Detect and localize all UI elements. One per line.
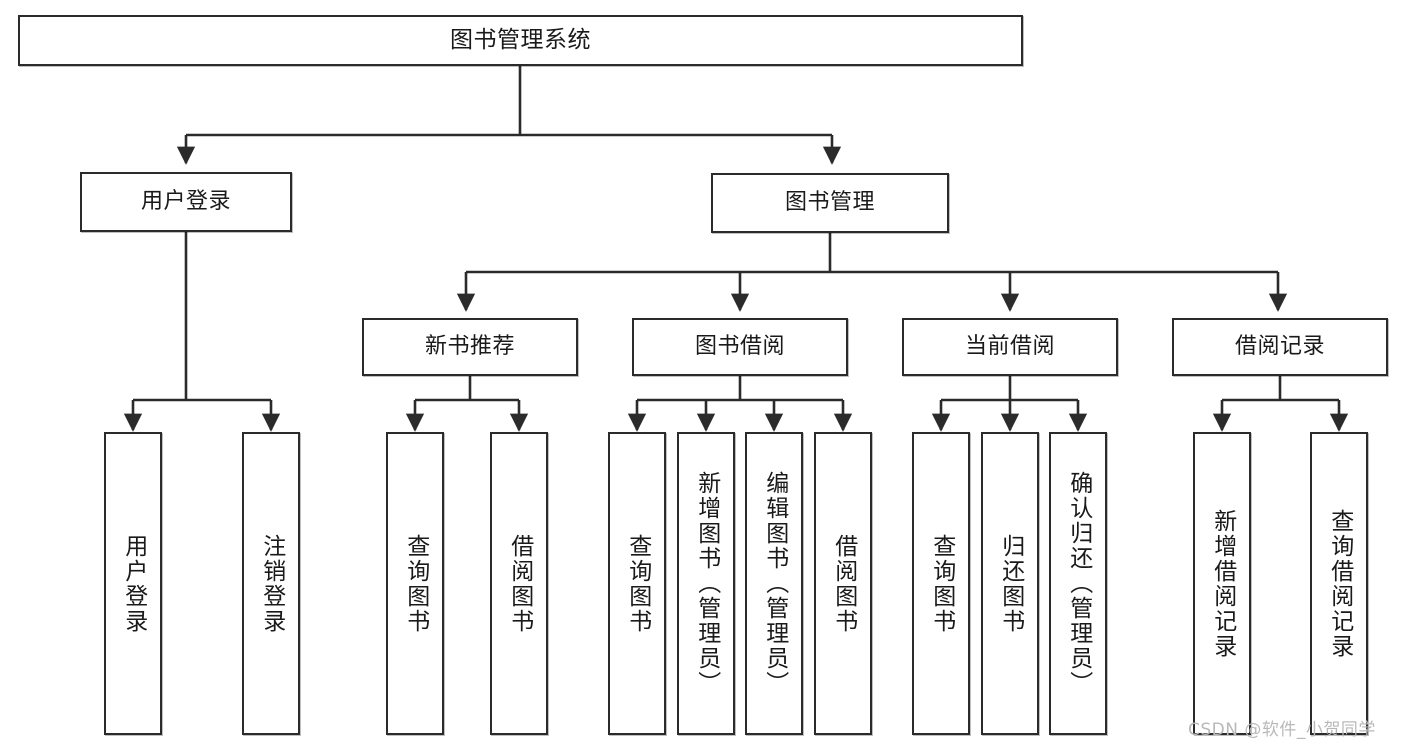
node-book-manage-label: 图书管理 <box>784 189 875 215</box>
node-borrow-record-label: 借阅记录 <box>1234 333 1325 359</box>
node-leaf-return-book[interactable]: 归还图书 <box>981 432 1039 735</box>
node-leaf-query-book-1-label: 查询图书 <box>402 533 429 634</box>
csdn-watermark: CSDN @软件_小贺同学 <box>1188 720 1376 740</box>
node-book-borrow[interactable]: 图书借阅 <box>632 318 848 376</box>
node-leaf-query-book-3[interactable]: 查询图书 <box>912 432 970 735</box>
node-current-borrow[interactable]: 当前借阅 <box>902 318 1118 376</box>
node-leaf-add-book[interactable]: 新增图书（管理员） <box>677 432 735 735</box>
node-leaf-borrow-book-2[interactable]: 借阅图书 <box>814 432 872 735</box>
node-leaf-confirm-return[interactable]: 确认归还（管理员） <box>1049 432 1107 735</box>
node-borrow-record[interactable]: 借阅记录 <box>1172 318 1388 376</box>
node-root-label: 图书管理系统 <box>450 26 591 53</box>
node-leaf-borrow-book-2-label: 借阅图书 <box>830 533 857 634</box>
node-book-manage[interactable]: 图书管理 <box>711 173 949 233</box>
node-leaf-add-book-label: 新增图书（管理员） <box>693 471 720 696</box>
node-leaf-add-record[interactable]: 新增借阅记录 <box>1193 432 1251 735</box>
node-leaf-edit-book[interactable]: 编辑图书（管理员） <box>745 432 803 735</box>
node-user-login[interactable]: 用户登录 <box>80 172 292 232</box>
node-leaf-query-book-3-label: 查询图书 <box>928 533 955 634</box>
node-user-login-label: 用户登录 <box>140 188 231 214</box>
node-leaf-query-record[interactable]: 查询借阅记录 <box>1310 432 1368 735</box>
node-leaf-user-login-label: 用户登录 <box>120 533 147 634</box>
node-leaf-user-login[interactable]: 用户登录 <box>104 432 162 735</box>
node-leaf-query-record-label: 查询借阅记录 <box>1326 508 1353 659</box>
node-leaf-logout-label: 注销登录 <box>258 533 285 634</box>
node-root[interactable]: 图书管理系统 <box>18 15 1023 66</box>
node-leaf-borrow-book-1[interactable]: 借阅图书 <box>490 432 548 735</box>
node-leaf-edit-book-label: 编辑图书（管理员） <box>761 471 788 696</box>
node-leaf-confirm-return-label: 确认归还（管理员） <box>1065 471 1092 696</box>
node-new-book-recommend[interactable]: 新书推荐 <box>362 318 578 376</box>
node-leaf-query-book-2[interactable]: 查询图书 <box>608 432 666 735</box>
node-book-borrow-label: 图书借阅 <box>694 333 785 359</box>
node-leaf-borrow-book-1-label: 借阅图书 <box>506 533 533 634</box>
node-new-book-recommend-label: 新书推荐 <box>424 333 515 359</box>
node-leaf-logout[interactable]: 注销登录 <box>242 432 300 735</box>
node-current-borrow-label: 当前借阅 <box>964 333 1055 359</box>
node-leaf-query-book-1[interactable]: 查询图书 <box>386 432 444 735</box>
node-leaf-query-book-2-label: 查询图书 <box>624 533 651 634</box>
node-leaf-return-book-label: 归还图书 <box>997 533 1024 634</box>
node-leaf-add-record-label: 新增借阅记录 <box>1209 508 1236 659</box>
